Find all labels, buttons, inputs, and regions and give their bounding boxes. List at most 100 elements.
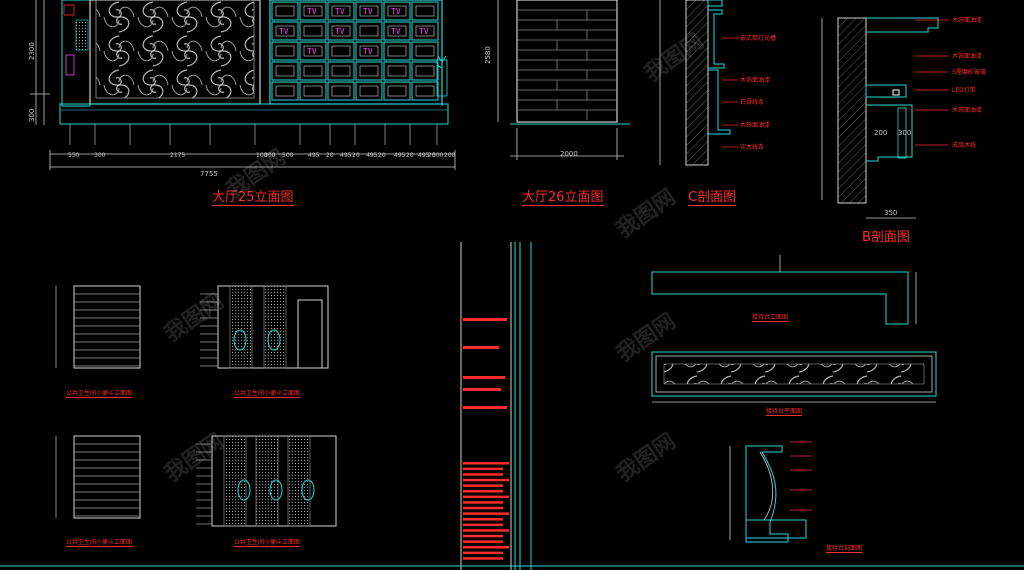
tv-grid-cell (327, 61, 355, 81)
tv-grid-cell (299, 41, 327, 61)
tv-grid-cell (411, 21, 439, 41)
tv-grid-cell-inner (359, 65, 379, 77)
tv-grid-cell (299, 21, 327, 41)
section-b-title: B剖面图 (862, 230, 910, 245)
reception-section (729, 441, 812, 543)
section-marker-bar (463, 484, 503, 487)
tv-grid-cell-inner (415, 5, 435, 17)
tv-grid-cell-inner (331, 85, 351, 97)
section-b (821, 17, 948, 219)
tv-label: TV (419, 27, 429, 36)
section-b-note-5: 木饰面油漆 (952, 107, 983, 114)
tv-grid-cell-inner (331, 5, 351, 17)
reception-plan (651, 351, 937, 403)
section-marker-bar (463, 523, 503, 527)
tv-label: TV (391, 7, 401, 16)
tv-grid-cell (383, 1, 411, 21)
hall25-title: 大厅25立面图 (212, 186, 294, 206)
hall25-dim-label: 495 (366, 152, 378, 159)
section-marker-bar (463, 540, 503, 543)
section-marker-bar (463, 512, 509, 515)
tv-label: TV (307, 47, 317, 56)
tv-label: TV (391, 27, 401, 36)
tv-grid-cell-inner (303, 5, 323, 17)
hall25-dim-label: 300 (264, 152, 276, 159)
urinal-elevation-1 (55, 285, 141, 369)
urinal-elevation-3 (55, 435, 141, 519)
tv-grid-cell (383, 21, 411, 41)
section-b-dim-1: 200 (874, 129, 888, 137)
tv-grid-cell-inner (331, 65, 351, 77)
section-marker-bar (463, 406, 507, 409)
section-marker-bar (463, 318, 507, 321)
section-marker-bar (463, 518, 503, 521)
tv-grid-cell-inner (387, 85, 407, 97)
tv-grid-cell (271, 21, 299, 41)
tv-grid-cell-inner (359, 5, 379, 17)
section-c (659, 0, 738, 166)
section-marker-bar (463, 495, 509, 499)
section-marker-bar (463, 557, 503, 560)
hall25-total-dim: 7755 (200, 170, 218, 178)
tv-grid-cell-inner (359, 45, 379, 57)
hall25-dim-label: 2175 (170, 152, 186, 159)
section-b-dim-2: 300 (898, 129, 912, 137)
hall25-dim-label: 495 (340, 152, 352, 159)
hall25-dim-label: 200 (444, 152, 456, 159)
reception-elevation (651, 255, 917, 325)
section-b-note-2: 木饰面油漆 (952, 53, 983, 60)
section-marker-bar (463, 551, 503, 555)
hall25-dim-label: 100 (256, 152, 268, 159)
tv-grid-cell (327, 81, 355, 101)
tv-grid-cell-inner (387, 45, 407, 57)
urinal-title-4: 公共卫生间小便斗立面图 (234, 539, 301, 547)
section-b-note-6: 成品木线 (952, 142, 977, 149)
tv-grid-cell (355, 81, 383, 101)
hall25-dim-label: 20 (428, 152, 436, 159)
tv-grid-cell (299, 1, 327, 21)
tv-grid-cell (383, 81, 411, 101)
tv-grid-cell-inner (415, 25, 435, 37)
tv-grid-cell (383, 41, 411, 61)
tv-grid-cell-inner (303, 85, 323, 97)
tv-grid-cell (327, 21, 355, 41)
section-marker-bar (463, 529, 509, 532)
hall25-left-dim-1: 2300 (28, 42, 36, 60)
tv-grid-cell (411, 61, 439, 81)
urinal-elevation-4 (196, 435, 337, 527)
hall26-left-dim: 2580 (484, 46, 492, 64)
tv-grid-cell-inner (303, 25, 323, 37)
section-marker-bar (463, 376, 505, 379)
tv-grid-cell (411, 81, 439, 101)
section-b-dim-3: 350 (884, 209, 898, 217)
section-b-note-3: 5厘磨砂玻璃 (952, 69, 986, 76)
section-b-note-4: LED灯带 (952, 87, 976, 94)
tv-grid-cell-inner (275, 45, 295, 57)
section-marker-bar (463, 478, 509, 482)
section-marker-bar (463, 467, 503, 471)
tv-grid-cell-inner (275, 85, 295, 97)
reception-section-title: 接待台剖面图 (826, 545, 863, 553)
tv-label: TV (363, 7, 373, 16)
section-b-note-1: 木饰面油漆 (952, 17, 983, 24)
tv-grid-cell-inner (303, 65, 323, 77)
hall26-elevation (497, 0, 630, 160)
tv-grid-cell-inner (359, 25, 379, 37)
reception-elevation-title: 接待台立面图 (752, 314, 789, 322)
section-marker-bar (463, 490, 503, 493)
hall25-dim-label: 495 (394, 152, 406, 159)
tv-grid-cell-inner (275, 65, 295, 77)
tv-grid-cell-inner (275, 25, 295, 37)
hall25-dim-label: 495 (308, 152, 320, 159)
urinal-title-3: 公共卫生间小便斗立面图 (66, 539, 133, 547)
tv-label: TV (307, 7, 317, 16)
tv-grid-cell (383, 61, 411, 81)
section-c-note-2: 木饰面油漆 (740, 77, 771, 84)
tv-grid-cell-inner (275, 5, 295, 17)
tv-grid-cell (271, 41, 299, 61)
reception-plan-title: 接待台平面图 (766, 408, 803, 416)
tv-grid-cell-inner (303, 45, 323, 57)
hall25-dim-label: 495 (418, 152, 430, 159)
